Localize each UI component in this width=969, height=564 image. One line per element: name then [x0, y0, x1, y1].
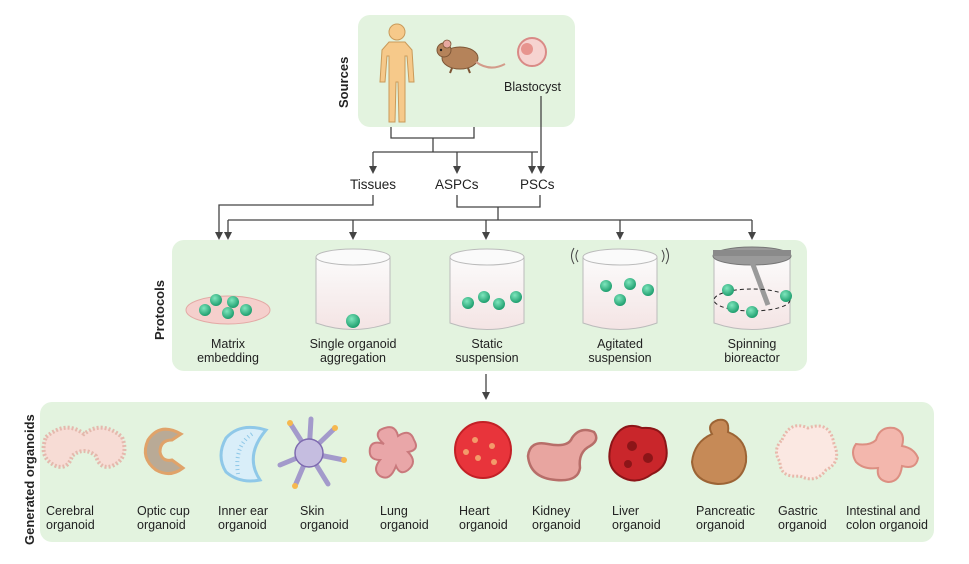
organoid-label-skin: Skin organoid: [300, 504, 374, 532]
blastocyst-icon: [517, 37, 547, 67]
inner-ear-organoid-icon: [219, 425, 269, 483]
organoid-label-line1: Intestinal and: [846, 504, 921, 518]
protocol-label-static: Static suspension: [442, 337, 532, 365]
organoid-label-kidney: Kidney organoid: [532, 504, 606, 532]
protocol-label-line2: embedding: [197, 351, 259, 365]
intestinal-organoid-icon: [852, 426, 920, 484]
protocol-label-line1: Spinning: [727, 337, 777, 351]
organoid-label-intestinal: Intestinal and colon organoid: [846, 504, 932, 532]
gastric-organoid-icon: [775, 424, 839, 481]
optic-cup-organoid-icon: [143, 427, 186, 475]
blastocyst-label: Blastocyst: [504, 80, 561, 94]
organoid-label-line2: organoid: [459, 518, 508, 532]
organoid-label-line2: colon organoid: [846, 518, 929, 532]
organoid-label-line2: organoid: [532, 518, 581, 532]
protocol-label-line2: bioreactor: [724, 351, 780, 365]
organoid-label-line1: Cerebral: [46, 504, 94, 518]
organoid-label-line1: Heart: [459, 504, 490, 518]
organoid-label-cerebral: Cerebral organoid: [46, 504, 120, 532]
heart-organoid-icon: [454, 421, 512, 479]
human-figure-icon: [379, 23, 415, 123]
organoid-label-inner-ear: Inner ear organoid: [218, 504, 292, 532]
organoid-label-line1: Liver: [612, 504, 640, 518]
protocol-label-line1: Matrix: [210, 337, 246, 351]
organoid-label-lung: Lung organoid: [380, 504, 454, 532]
organoid-label-line1: Optic cup: [137, 504, 190, 518]
cell-type-tissues: Tissues: [350, 177, 397, 192]
organoid-label-line1: Kidney: [532, 504, 571, 518]
lung-organoid-icon: [368, 426, 417, 479]
protocol-label-line2: suspension: [588, 351, 652, 365]
organoid-label-line2: organoid: [137, 518, 186, 532]
organoid-label-line2: organoid: [612, 518, 661, 532]
cell-type-aspcs: ASPCs: [435, 177, 479, 192]
protocol-label-agitated: Agitated suspension: [575, 337, 665, 365]
organoid-label-line2: organoid: [218, 518, 267, 532]
protocol-label-line1: Static: [471, 337, 503, 351]
protocol-label-line2: suspension: [455, 351, 519, 365]
cell-type-pscs: PSCs: [520, 177, 555, 192]
organoid-label-line2: organoid: [46, 518, 95, 532]
protocol-label-spinning: Spinning bioreactor: [707, 337, 797, 365]
organoid-label-line2: organoid: [380, 518, 429, 532]
agitated-suspension-illustration: [571, 247, 669, 330]
organoid-label-line1: Skin: [300, 504, 325, 518]
organoid-label-line1: Gastric: [778, 504, 818, 518]
protocol-label-line2: aggregation: [319, 351, 387, 365]
protocol-label-line1: Single organoid: [309, 337, 397, 351]
organoid-label-liver: Liver organoid: [612, 504, 686, 532]
organoid-label-line2: organoid: [778, 518, 827, 532]
organoid-label-gastric: Gastric organoid: [778, 504, 852, 532]
cerebral-organoid-icon: [41, 425, 127, 469]
protocol-label-line1: Agitated: [597, 337, 643, 351]
organoid-label-line2: organoid: [696, 518, 745, 532]
pancreatic-organoid-icon: [690, 418, 748, 486]
organoid-label-line1: Lung: [380, 504, 408, 518]
kidney-organoid-icon: [526, 428, 598, 482]
mouse-icon: [436, 39, 506, 74]
liver-organoid-icon: [608, 424, 668, 482]
organoid-label-line2: organoid: [300, 518, 349, 532]
skin-organoid-icon: [277, 416, 347, 489]
matrix-embedding-illustration: [185, 294, 271, 325]
protocol-label-matrix: Matrix embedding: [188, 337, 268, 365]
organoid-label-line1: Pancreatic: [696, 504, 756, 518]
static-suspension-illustration: [449, 248, 525, 330]
spinning-bioreactor-illustration: [712, 246, 792, 330]
single-aggregation-illustration: [315, 248, 391, 330]
organoid-label-heart: Heart organoid: [459, 504, 533, 532]
organoid-label-optic-cup: Optic cup organoid: [137, 504, 211, 532]
organoid-label-pancreatic: Pancreatic organoid: [696, 504, 770, 532]
protocol-label-single: Single organoid aggregation: [298, 337, 408, 365]
organoid-label-line1: Inner ear: [218, 504, 269, 518]
